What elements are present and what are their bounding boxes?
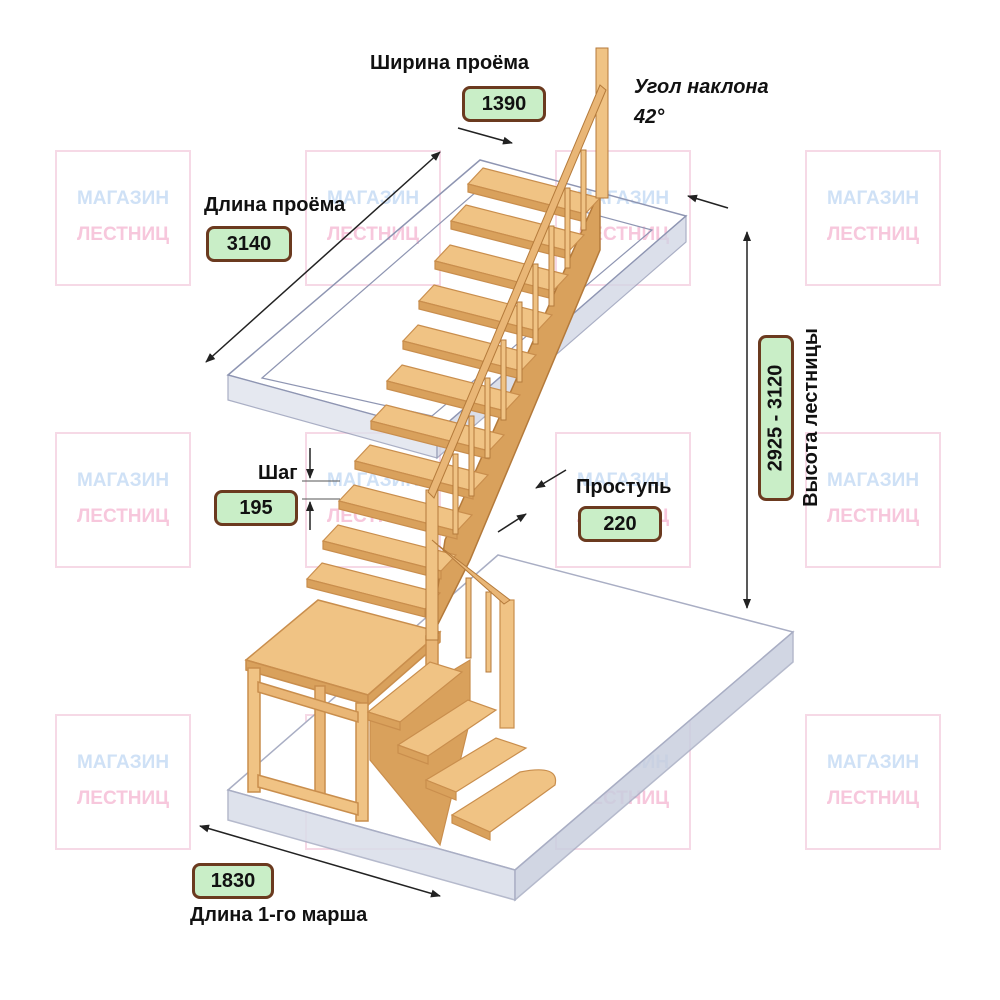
watermark-tile: МАГАЗИН ЛЕСТНИЦ	[805, 714, 941, 850]
watermark-tile: МАГАЗИН ЛЕСТНИЦ	[55, 432, 191, 568]
watermark-text: ЛЕСТНИЦ	[76, 506, 170, 527]
opening-width-dimension	[457, 127, 729, 209]
watermark-tile: МАГАЗИН ЛЕСТНИЦ	[805, 432, 941, 568]
stair-height-label: Высота лестницы	[799, 327, 822, 507]
tread-dimension	[497, 469, 567, 533]
opening-length-value: 3140	[206, 226, 292, 262]
tread-value: 220	[578, 506, 662, 542]
watermark-text: ЛЕСТНИЦ	[826, 788, 920, 809]
railing	[425, 47, 609, 673]
first-flight-value: 1830	[192, 863, 274, 899]
watermark-text: ЛЕСТНИЦ	[76, 224, 170, 245]
watermark-text: МАГАЗИН	[76, 188, 170, 209]
opening-width-label: Ширина проёма	[370, 52, 529, 74]
opening-length-label: Длина проёма	[204, 194, 346, 216]
watermark-text: МАГАЗИН	[826, 752, 920, 773]
watermark-text: МАГАЗИН	[76, 752, 170, 773]
watermark-tile: МАГАЗИН ЛЕСТНИЦ	[805, 150, 941, 286]
opening-length-dimension	[205, 151, 441, 363]
watermark-text: ЛЕСТНИЦ	[76, 788, 170, 809]
watermark-tile: МАГАЗИН ЛЕСТНИЦ	[55, 150, 191, 286]
watermark-text: ЛЕСТНИЦ	[826, 224, 920, 245]
watermark-text: МАГАЗИН	[826, 188, 920, 209]
watermark-text: ЛЕСТНИЦ	[826, 506, 920, 527]
watermark-tile: МАГАЗИН ЛЕСТНИЦ	[55, 714, 191, 850]
step-height-value: 195	[214, 490, 298, 526]
watermark-text: МАГАЗИН	[76, 470, 170, 491]
opening-width-value: 1390	[462, 86, 546, 122]
stair-height-value: 2925 - 3120	[758, 335, 794, 501]
incline-value: 42°	[634, 106, 665, 128]
step-height-label: Шаг	[258, 462, 298, 484]
watermark-text: МАГАЗИН	[576, 470, 670, 491]
watermark-text: МАГАЗИН	[826, 470, 920, 491]
incline-label: Угол наклона	[634, 76, 769, 98]
first-flight-label: Длина 1-го марша	[190, 904, 368, 926]
step-height-dimension	[302, 448, 340, 530]
tread-label: Проступь	[576, 476, 672, 498]
lower-flight	[366, 599, 557, 847]
first-flight-dimension	[199, 824, 441, 898]
stair-height-value-text: 2925 - 3120	[764, 364, 787, 472]
